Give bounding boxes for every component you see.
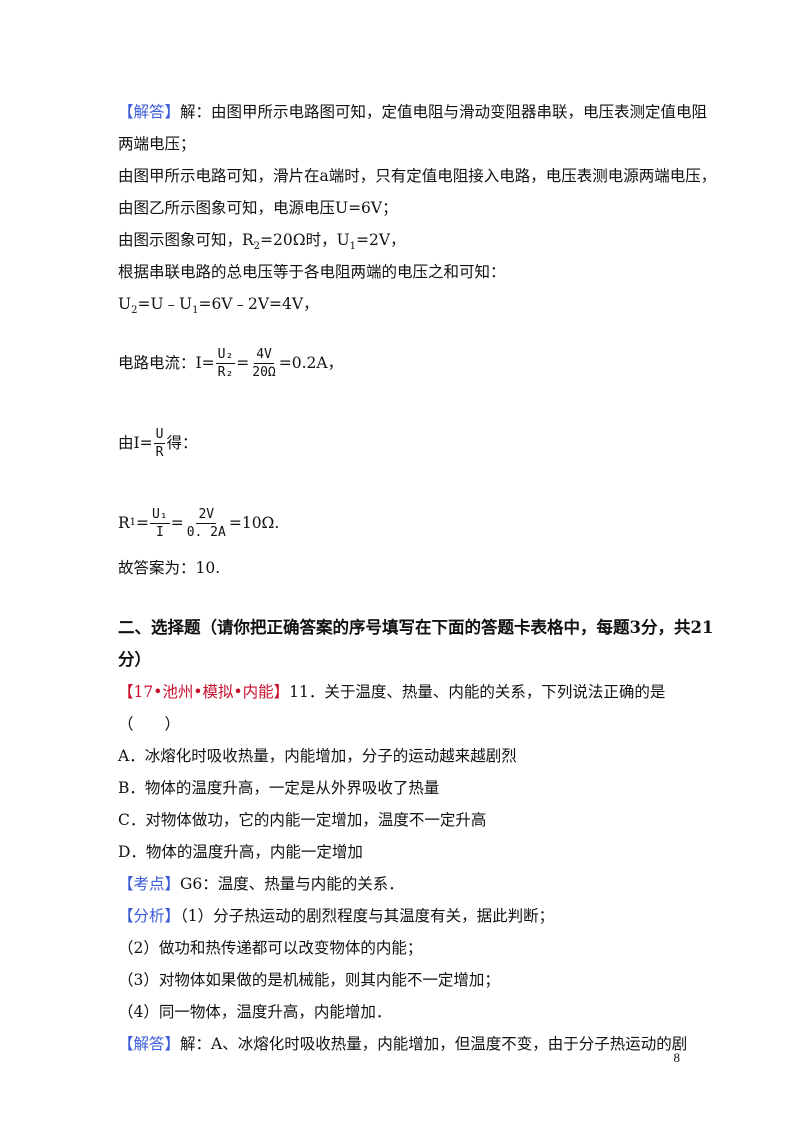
option-d: D．物体的温度升高，内能一定增加 [118,843,363,861]
section-heading: 二、选择题（请你把正确答案的序号填写在下面的答题卡表格中，每题3分，共21分） [118,618,714,669]
solution-line-1: 【解答】解：由图甲所示电路图可知，定值电阻与滑动变阻器串联，电压表测定值电阻两端… [118,103,708,153]
fenxi-line-3: （3）对物体如果做的是机械能，则其内能不一定增加； [118,971,500,989]
jieda-line: 【解答】解：A、冰熔化时吸收热量，内能增加，但温度不变，由于分子热运动的剧 [118,1035,688,1053]
kaodian-tag: 【考点】 [118,875,181,893]
solution-line-5: U2=U﹣U1=6V﹣2V=4V， [118,295,319,317]
solution-line-4: 根据串联电路的总电压等于各电阻两端的电压之和可知： [118,263,506,281]
page-content: 【解答】解：由图甲所示电路图可知，定值电阻与滑动变阻器串联，电压表测定值电阻两端… [118,96,718,1060]
solution-line-2: 由图甲所示电路可知，滑片在a端时，只有定值电阻接入电路，电压表测电源两端电压，由… [118,167,717,217]
fenxi-line-2: （2）做功和热传递都可以改变物体的内能； [118,939,423,957]
fenxi-line-1: 【分析】（1）分子热运动的剧烈程度与其温度有关，据此判断； [118,907,555,925]
fenxi-line-4: （4）同一物体，温度升高，内能增加． [118,1003,392,1021]
page-number: 8 [673,1050,681,1065]
option-c: C．对物体做功，它的内能一定增加，温度不一定升高 [118,811,487,829]
answer-line: 故答案为：10. [118,559,221,577]
question-11-stem: 【17•池州•模拟•内能】11．关于温度、热量、内能的关系，下列说法正确的是（ … [118,683,666,733]
jieda-tag: 【解答】 [118,103,181,121]
solution-line-3: 由图示图象可知，R2=20Ω时，U1=2V， [118,231,406,253]
option-a: A．冰熔化时吸收热量，内能增加，分子的运动越来越剧烈 [118,747,517,765]
jieda-tag-2: 【解答】 [118,1035,181,1053]
option-b: B．物体的温度升高，一定是从外界吸收了热量 [118,779,440,797]
kaodian-line: 【考点】G6：温度、热量与内能的关系． [118,875,404,893]
fenxi-tag: 【分析】 [118,907,181,925]
source-tag: 【17•池州•模拟•内能】 [118,683,290,701]
